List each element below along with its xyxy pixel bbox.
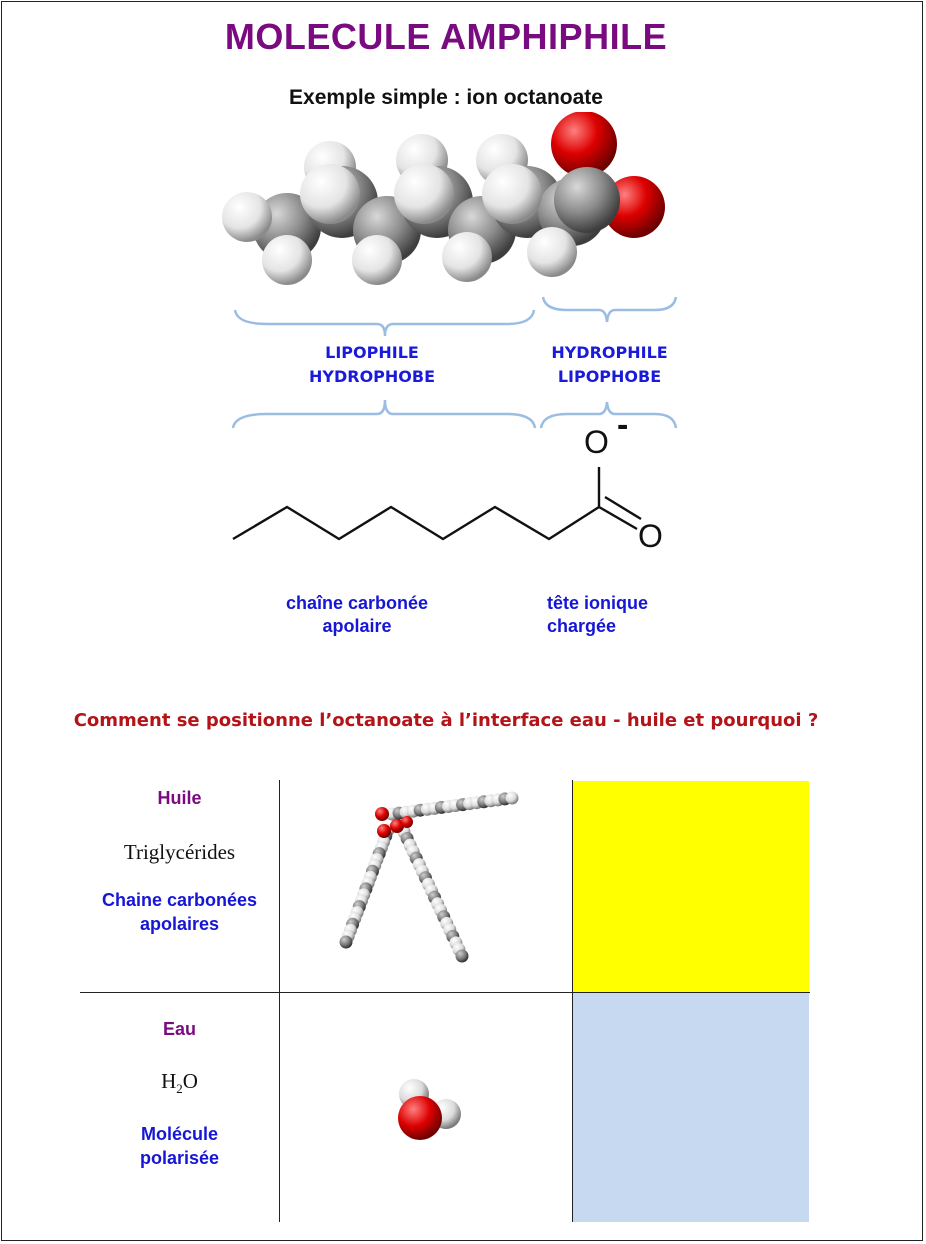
oxygen-right-symbol: O (638, 518, 663, 554)
triglyceride-atom (339, 935, 353, 949)
hydrogen-atoms (222, 164, 577, 285)
triglyceride-atom (455, 949, 469, 963)
water-desc-line2: polarisée (139, 1148, 220, 1168)
triglyceride-atom (505, 791, 519, 805)
water-molecule-model (398, 1079, 461, 1140)
chain-label-line1: chaîne carbonée (285, 593, 429, 613)
triglyceride-chains (339, 791, 519, 963)
head-label-line2: LIPOPHOBE (557, 367, 662, 386)
tail-region-label: LIPOPHILE HYDROPHOBE (287, 341, 457, 389)
oil-formula: Triglycérides (123, 840, 236, 864)
upper-braces (233, 296, 678, 337)
oil-desc-line1: Chaine carbonées (101, 890, 258, 910)
oil-color-cell (573, 781, 809, 992)
chain-description: chaîne carbonée apolaire (262, 592, 452, 638)
water-description: Molécule polarisée (82, 1122, 277, 1170)
tail-brace-upper (233, 309, 536, 337)
double-bond-b (604, 495, 642, 521)
water-formula-o: O (182, 1069, 198, 1093)
tail-label-line1: LIPOPHILE (325, 343, 419, 362)
water-title: Eau (162, 1019, 196, 1039)
question-text: Comment se positionne l’octanoate à l’in… (73, 710, 819, 731)
oil-title: Huile (157, 788, 202, 808)
grid-line-vertical-1 (279, 780, 280, 1222)
oxygen-top-symbol: O (584, 424, 609, 460)
water-oxygen (398, 1096, 442, 1140)
oil-description: Chaine carbonées apolaires (82, 888, 277, 936)
page-subtitle: Exemple simple : ion octanoate (289, 86, 603, 109)
octanoate-skeletal-formula (232, 467, 642, 541)
octanoate-space-filling-model (222, 112, 665, 285)
tail-label-line2: HYDROPHOBE (308, 367, 436, 386)
page-title: MOLECULE AMPHIPHILE (224, 16, 668, 57)
head-description: tête ionique chargée (547, 592, 687, 638)
water-desc-line1: Molécule (140, 1124, 219, 1144)
water-color-cell (573, 993, 809, 1222)
triglyceride-model (339, 791, 519, 963)
head-brace-upper (541, 296, 678, 323)
head-label-line1: HYDROPHILE (551, 343, 668, 362)
carbon-chain-zigzag (232, 505, 600, 541)
oil-desc-line2: apolaires (139, 914, 220, 934)
grid-line-vertical-2 (572, 780, 573, 1222)
tail-brace-lower (231, 399, 537, 429)
head-desc-line1: tête ionique (547, 593, 649, 613)
head-brace-lower (539, 401, 678, 429)
water-formula: H2O (82, 1069, 277, 1097)
lower-braces (231, 399, 678, 429)
water-formula-subscript: 2 (176, 1081, 183, 1097)
negative-charge: - (617, 406, 629, 444)
head-region-label: HYDROPHILE LIPOPHOBE (527, 341, 692, 389)
triglyceride-ester-oxygens (375, 807, 413, 838)
carbon-head-atom (554, 167, 620, 233)
head-desc-line2: chargée (547, 616, 617, 636)
water-formula-h: H (161, 1069, 177, 1093)
double-bond-a (598, 505, 638, 531)
chain-label-line2: apolaire (322, 616, 392, 636)
grid-line-horizontal (80, 992, 810, 993)
